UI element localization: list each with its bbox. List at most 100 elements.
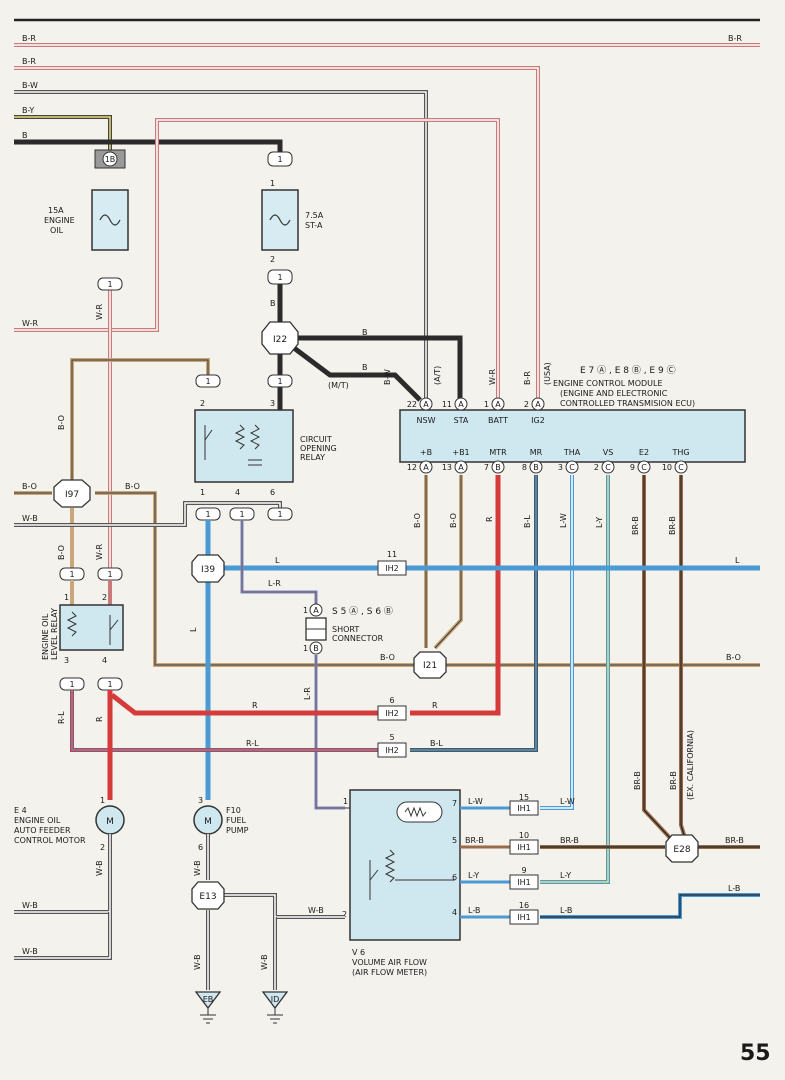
svg-text:2: 2 [594, 463, 599, 472]
connector-i22: I22 [261, 321, 299, 355]
svg-text:L-R: L-R [303, 687, 312, 700]
svg-text:IG2: IG2 [531, 416, 545, 425]
svg-text:1: 1 [107, 570, 112, 579]
svg-text:9: 9 [630, 463, 635, 472]
svg-text:W-R: W-R [95, 304, 104, 320]
svg-text:L-W: L-W [559, 513, 568, 528]
svg-text:BR-B: BR-B [668, 516, 677, 535]
wire-b-y [14, 115, 112, 150]
svg-text:W-B: W-B [95, 860, 104, 876]
svg-text:ENGINE: ENGINE [44, 216, 75, 225]
wire-b-to-sta [296, 335, 463, 400]
svg-text:ID: ID [271, 995, 280, 1004]
connector-i22-label: I22 [273, 335, 287, 345]
connector-i39: I39 [191, 554, 225, 583]
svg-text:B: B [362, 363, 368, 372]
right-wire-labels: B-R [728, 34, 742, 43]
svg-text:BR-B: BR-B [725, 836, 744, 845]
svg-text:F10: F10 [226, 806, 241, 815]
svg-text:C: C [569, 463, 575, 472]
svg-text:ENGINE OIL: ENGINE OIL [14, 816, 61, 825]
svg-text:I21: I21 [423, 661, 437, 671]
svg-text:2: 2 [524, 400, 529, 409]
svg-text:V 6: V 6 [352, 948, 365, 957]
svg-text:16: 16 [519, 901, 529, 910]
svg-text:OIL: OIL [50, 226, 64, 235]
svg-text:12: 12 [407, 463, 417, 472]
svg-text:BATT: BATT [488, 416, 508, 425]
wire-b-r-second [14, 66, 540, 400]
wire-b-mt [288, 343, 422, 402]
svg-text:VS: VS [603, 448, 614, 457]
ecm-bottom-wires [410, 475, 760, 919]
svg-text:1: 1 [277, 377, 282, 386]
svg-text:A: A [495, 400, 501, 409]
svg-text:+B: +B [420, 448, 432, 457]
svg-text:B-L: B-L [430, 739, 443, 748]
right-wire-label: B-R [728, 34, 742, 43]
svg-text:1: 1 [303, 606, 308, 615]
ih2-6: 6 IH2 [377, 696, 407, 721]
svg-text:B: B [270, 299, 276, 308]
svg-text:7: 7 [484, 463, 489, 472]
fuse-engine-oil: 1B 15A ENGINE OIL 1 [44, 149, 129, 291]
svg-text:A: A [423, 400, 429, 409]
svg-text:W-B: W-B [193, 954, 202, 970]
svg-text:IH2: IH2 [385, 746, 398, 755]
connector-i97: I97 [53, 479, 91, 508]
svg-text:2: 2 [200, 399, 205, 408]
svg-text:R: R [485, 516, 494, 522]
svg-text:B-O: B-O [22, 482, 37, 491]
wire-w-b-upper [14, 501, 282, 527]
svg-text:1: 1 [69, 570, 74, 579]
ih2-5: 5 IH2 [377, 733, 407, 758]
svg-text:L-W: L-W [468, 797, 483, 806]
svg-text:B-O: B-O [57, 415, 66, 430]
fuse-st-a: 1 7.5A ST-A 1 2 1 [261, 151, 324, 322]
svg-text:4: 4 [102, 656, 107, 665]
relay-circuit-opening: 1 1 2 3 1 4 6 CIRCUIT OPENING RELAY 1 1 … [194, 374, 337, 521]
svg-text:W-B: W-B [260, 954, 269, 970]
svg-text:(EX. CALIFORNIA): (EX. CALIFORNIA) [686, 730, 695, 800]
svg-text:B-R: B-R [523, 371, 532, 385]
svg-text:(ENGINE AND ELECTRONIC: (ENGINE AND ELECTRONIC [560, 389, 668, 398]
svg-text:SHORT: SHORT [332, 625, 359, 634]
left-wire-labels: B-RB-RB-WB-YBW-R [22, 34, 38, 328]
svg-text:7.5A: 7.5A [305, 211, 324, 220]
svg-text:5: 5 [389, 733, 394, 742]
svg-text:1: 1 [69, 680, 74, 689]
ground-eb: EB [194, 991, 222, 1024]
svg-text:C: C [605, 463, 611, 472]
connector-e28: E28 [665, 834, 699, 863]
svg-text:(USA): (USA) [543, 362, 552, 385]
svg-text:10: 10 [519, 831, 529, 840]
wire-b-w [14, 90, 428, 400]
svg-text:C: C [641, 463, 647, 472]
svg-text:M: M [106, 817, 114, 827]
svg-text:1: 1 [239, 510, 244, 519]
svg-text:IH2: IH2 [385, 564, 398, 573]
svg-text:OPENING: OPENING [300, 444, 337, 453]
svg-text:IH1: IH1 [517, 878, 530, 887]
ih2-11: 11 IH2 [377, 550, 407, 576]
motor-e4: M 1 2 E 4 ENGINE OIL AUTO FEEDER CONTROL… [14, 796, 125, 852]
svg-text:3: 3 [558, 463, 563, 472]
wire-l-blue [205, 520, 760, 800]
wire-w-b-motor [14, 834, 112, 960]
svg-text:W-B: W-B [308, 906, 324, 915]
svg-text:L-B: L-B [560, 906, 572, 915]
svg-text:IH2: IH2 [385, 709, 398, 718]
fuse-engine-oil-label-1: 15A [48, 206, 64, 215]
svg-text:2: 2 [342, 910, 347, 919]
svg-text:IH1: IH1 [517, 804, 530, 813]
svg-text:11: 11 [387, 550, 397, 559]
svg-text:MTR: MTR [489, 448, 507, 457]
